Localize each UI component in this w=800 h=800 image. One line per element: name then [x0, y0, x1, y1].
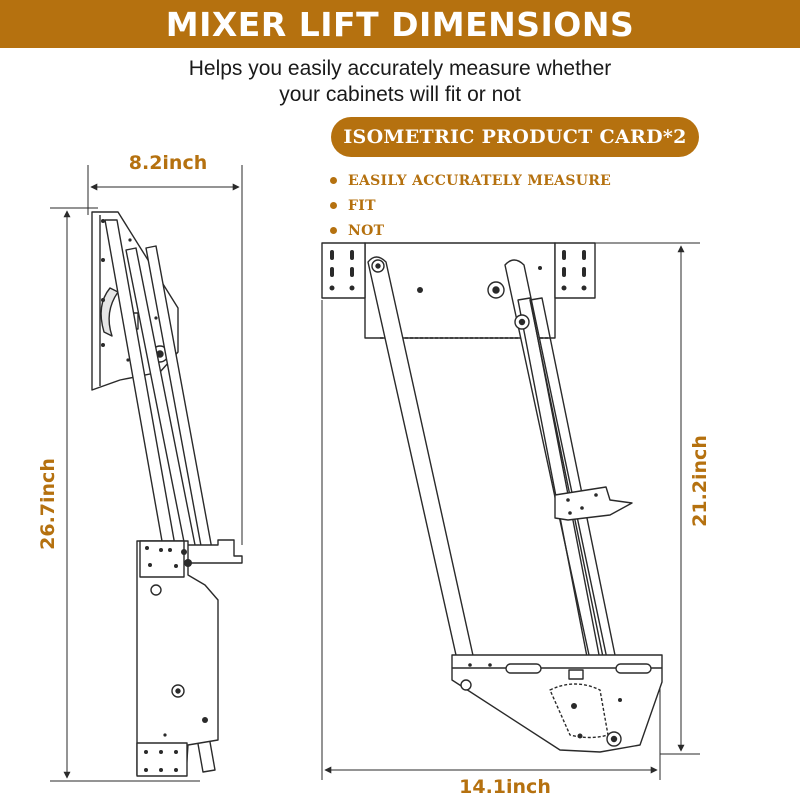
feature-label: NOT: [348, 222, 385, 239]
left-height-label: 26.7inch: [37, 458, 59, 550]
title-banner: MIXER LIFT DIMENSIONS: [0, 0, 800, 48]
right-dimension-lines: [321, 242, 700, 780]
feature-item: NOT: [330, 218, 611, 243]
feature-label: EASILY ACCURATELY MEASURE: [348, 172, 612, 189]
feature-list: EASILY ACCURATELY MEASURE FIT NOT: [330, 168, 611, 243]
feature-item: FIT: [330, 193, 611, 218]
bullet-icon: [330, 202, 337, 209]
subtitle-line-1: Helps you easily accurately measure whet…: [188, 57, 612, 80]
left-dimension-lines: [50, 165, 243, 782]
product-card-badge: ISOMETRIC PRODUCT CARD*2: [331, 117, 699, 157]
left-width-label: 8.2inch: [128, 152, 208, 174]
bullet-icon: [330, 227, 337, 234]
bullet-icon: [330, 177, 337, 184]
front-view-mechanism: [321, 242, 663, 753]
right-height-label: 21.2inch: [689, 435, 711, 527]
right-width-label: 14.1inch: [459, 776, 551, 798]
page-title: MIXER LIFT DIMENSIONS: [165, 4, 635, 44]
subtitle: Helps you easily accurately measure whet…: [0, 56, 800, 108]
feature-item: EASILY ACCURATELY MEASURE: [330, 168, 611, 193]
subtitle-line-2: your cabinets will fit or not: [279, 83, 521, 106]
side-view-mechanism: [91, 211, 243, 777]
feature-label: FIT: [348, 197, 376, 214]
product-card-label: ISOMETRIC PRODUCT CARD*2: [343, 126, 687, 148]
